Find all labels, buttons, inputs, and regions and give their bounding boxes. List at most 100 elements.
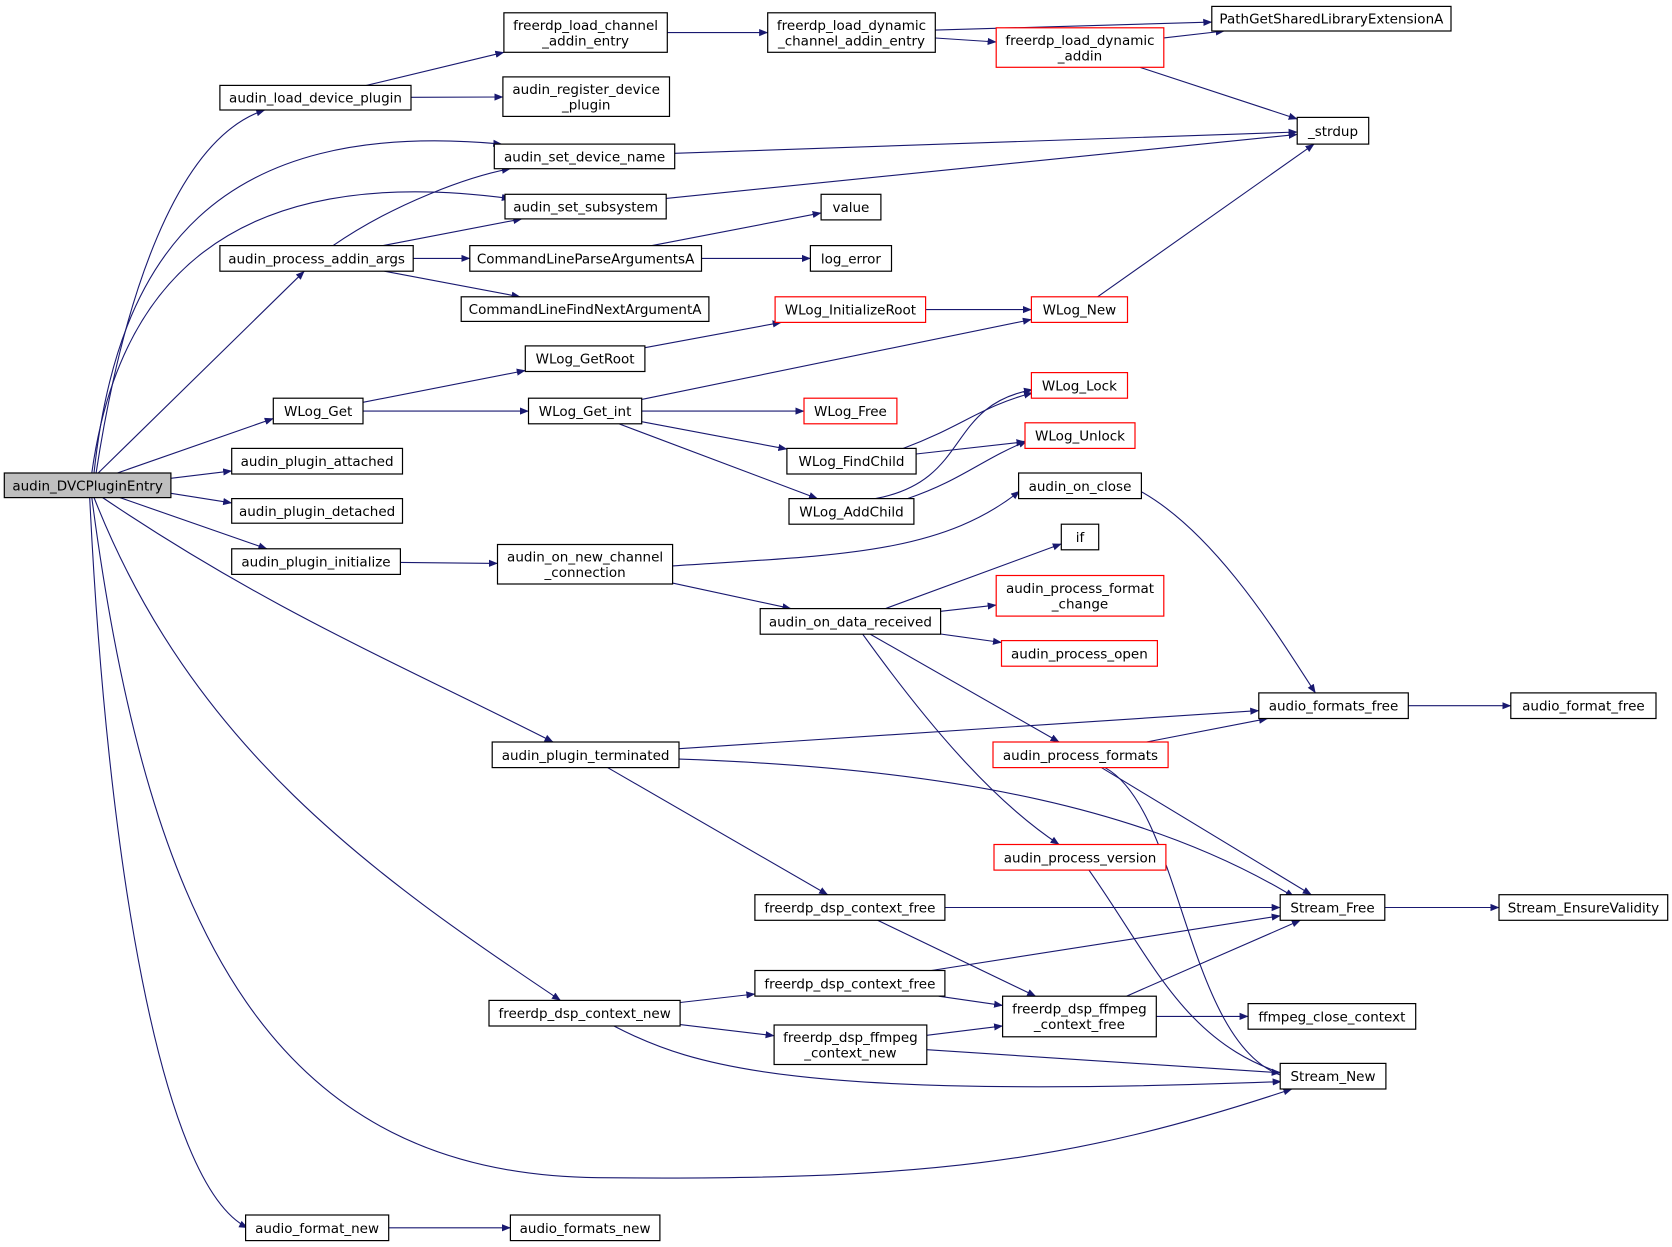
node-load-device-plugin[interactable]: audin_load_device_plugin [219,84,412,111]
node-box[interactable] [502,76,671,118]
node-box[interactable] [754,969,946,997]
node-wlog-init-root[interactable]: WLog_InitializeRoot [774,296,927,323]
node-box[interactable] [995,27,1165,68]
node-plugin-terminated[interactable]: audin_plugin_terminated [491,741,680,769]
node-box[interactable] [803,397,898,425]
node-audio-formats-free[interactable]: audio_formats_free [1258,692,1409,720]
node-box[interactable] [524,345,646,373]
node-box[interactable] [1060,523,1100,551]
node-on-new-channel-connection[interactable]: audin_on_new_channel_connection [496,543,674,585]
node-entry[interactable]: audin_DVCPluginEntry [3,472,172,499]
node-box[interactable] [272,397,364,425]
node-box[interactable] [1000,639,1158,667]
node-box[interactable] [245,1214,390,1242]
node-box[interactable] [509,1214,661,1242]
node-box[interactable] [759,607,942,635]
node-value[interactable]: value [820,193,882,221]
node-box[interactable] [3,472,172,499]
node-box[interactable] [992,741,1169,769]
node-box[interactable] [1030,296,1129,323]
node-dsp-context-free-2[interactable]: freerdp_dsp_context_free [754,969,946,997]
node-load-channel-addin-entry[interactable]: freerdp_load_channel_addin_entry [503,12,668,53]
node-box[interactable] [1279,1062,1387,1090]
node-box[interactable] [767,12,936,53]
node-box[interactable] [1296,116,1370,145]
node-plugin-detached[interactable]: audin_plugin_detached [231,498,404,524]
node-plugin-initialize[interactable]: audin_plugin_initialize [231,548,401,575]
node-box[interactable] [1211,5,1452,32]
node-box[interactable] [1024,422,1136,449]
node-audio-format-free[interactable]: audio_format_free [1510,692,1657,720]
node-process-format-change[interactable]: audin_process_format_change [995,574,1165,617]
node-stream-new[interactable]: Stream_New [1279,1062,1387,1090]
node-box[interactable] [231,447,404,475]
node-box[interactable] [1017,472,1142,500]
node-box[interactable] [1498,894,1669,921]
node-stream-free[interactable]: Stream_Free [1279,894,1386,921]
node-wlog-add-child[interactable]: WLog_AddChild [788,498,915,525]
node-process-addin-args[interactable]: audin_process_addin_args [219,245,414,272]
node-cmd-parse[interactable]: CommandLineParseArgumentsA [469,245,703,272]
node-box[interactable] [488,999,681,1027]
node-box[interactable] [493,143,676,170]
node-wlog-lock[interactable]: WLog_Lock [1030,372,1129,399]
node-process-open[interactable]: audin_process_open [1000,639,1158,667]
node-box[interactable] [1247,1002,1417,1030]
node-box[interactable] [774,296,927,323]
node-wlog-get-int[interactable]: WLog_Get_int [527,397,643,425]
node-log-error[interactable]: log_error [809,245,893,272]
node-dsp-context-free-1[interactable]: freerdp_dsp_context_free [754,894,946,921]
node-process-formats[interactable]: audin_process_formats [992,741,1169,769]
node-box[interactable] [1510,692,1657,720]
node-dsp-context-new[interactable]: freerdp_dsp_context_new [488,999,681,1027]
node-box[interactable] [786,447,917,475]
node-set-device-name[interactable]: audin_set_device_name [493,143,676,170]
node-dsp-ffmpeg-context-free[interactable]: freerdp_dsp_ffmpeg_context_free [1001,995,1157,1038]
node-box[interactable] [219,245,414,272]
node-register-device-plugin[interactable]: audin_register_device_plugin [502,76,671,118]
node-wlog-free[interactable]: WLog_Free [803,397,898,425]
node-box[interactable] [496,543,674,585]
node-plugin-attached[interactable]: audin_plugin_attached [231,447,404,475]
node-box[interactable] [219,84,412,111]
node-box[interactable] [491,741,680,769]
node-box[interactable] [469,245,703,272]
node-box[interactable] [995,574,1165,617]
node-box[interactable] [993,843,1167,871]
node-wlog-find-child[interactable]: WLog_FindChild [786,447,917,475]
node-box[interactable] [503,12,668,53]
node-strdup[interactable]: _strdup [1296,116,1370,145]
node-audio-formats-new[interactable]: audio_formats_new [509,1214,661,1242]
node-path-ext[interactable]: PathGetSharedLibraryExtensionA [1211,5,1452,32]
node-audio-format-new[interactable]: audio_format_new [245,1214,390,1242]
node-box[interactable] [231,498,404,524]
node-set-subsystem[interactable]: audin_set_subsystem [504,193,667,220]
node-wlog-get[interactable]: WLog_Get [272,397,364,425]
node-box[interactable] [754,894,946,921]
node-stream-ensure-validity[interactable]: Stream_EnsureValidity [1498,894,1669,921]
node-ffmpeg-close-context[interactable]: ffmpeg_close_context [1247,1002,1417,1030]
node-box[interactable] [460,296,710,322]
node-box[interactable] [527,397,643,425]
node-box[interactable] [820,193,882,221]
node-wlog-get-root[interactable]: WLog_GetRoot [524,345,646,373]
node-wlog-unlock[interactable]: WLog_Unlock [1024,422,1136,449]
node-box[interactable] [504,193,667,220]
node-if[interactable]: if [1060,523,1100,551]
node-box[interactable] [773,1024,928,1066]
node-wlog-new[interactable]: WLog_New [1030,296,1129,323]
node-box[interactable] [231,548,401,575]
node-on-close[interactable]: audin_on_close [1017,472,1142,500]
node-box[interactable] [1030,372,1129,399]
node-cmd-find-next[interactable]: CommandLineFindNextArgumentA [460,296,710,322]
node-load-dynamic-channel-addin-entry[interactable]: freerdp_load_dynamic_channel_addin_entry [767,12,936,53]
node-box[interactable] [1001,995,1157,1038]
node-on-data-received[interactable]: audin_on_data_received [759,607,942,635]
node-box[interactable] [788,498,915,525]
node-process-version[interactable]: audin_process_version [993,843,1167,871]
node-box[interactable] [1258,692,1409,720]
node-box[interactable] [809,245,893,272]
node-load-dynamic-addin[interactable]: freerdp_load_dynamic_addin [995,27,1165,68]
node-box[interactable] [1279,894,1386,921]
node-dsp-ffmpeg-context-new[interactable]: freerdp_dsp_ffmpeg_context_new [773,1024,928,1066]
